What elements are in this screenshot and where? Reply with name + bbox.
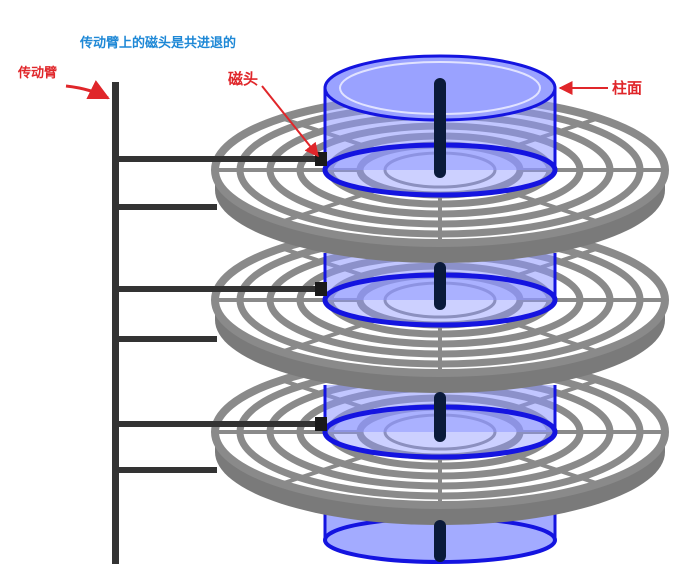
cylinder-label: 柱面 <box>612 79 643 97</box>
head-label: 磁头 <box>228 70 259 88</box>
actuator-arm <box>112 82 119 564</box>
head-label-line <box>261 85 319 158</box>
spindle <box>434 78 446 562</box>
diagram-title: 传动臂上的磁头是共进退的 <box>80 36 237 51</box>
arm-label: 传动臂 <box>18 66 58 81</box>
arm-branches <box>112 156 317 473</box>
arm-label-arrow <box>65 80 110 100</box>
